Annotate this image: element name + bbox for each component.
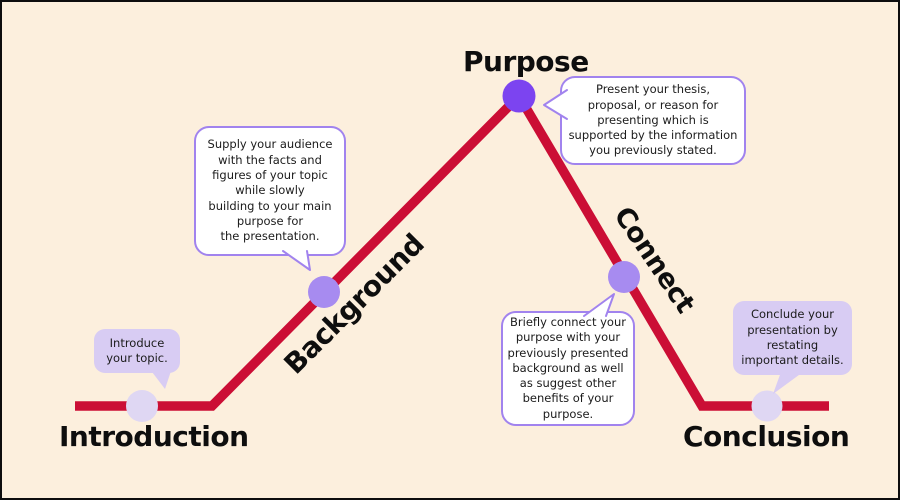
purpose-bubble: Present your thesis, proposal, or reason… (560, 76, 746, 165)
background-bubble: Supply your audience with the facts and … (194, 126, 346, 256)
connect-bubble: Briefly connect your purpose with your p… (501, 311, 635, 426)
conclusion-bubble-tail (773, 372, 803, 394)
purpose-dot (502, 79, 536, 113)
purpose-label: Purpose (463, 45, 589, 78)
introduction-dot (126, 390, 158, 422)
introduction-label: Introduction (59, 420, 249, 453)
conclusion-label: Conclusion (683, 420, 850, 453)
connect-label: Connect (607, 201, 701, 319)
introduction-bubble: Introduce your topic. (94, 329, 180, 373)
conclusion-dot (751, 390, 783, 422)
connect-dot (608, 261, 640, 293)
conclusion-bubble: Conclude your presentation by restating … (733, 301, 852, 375)
